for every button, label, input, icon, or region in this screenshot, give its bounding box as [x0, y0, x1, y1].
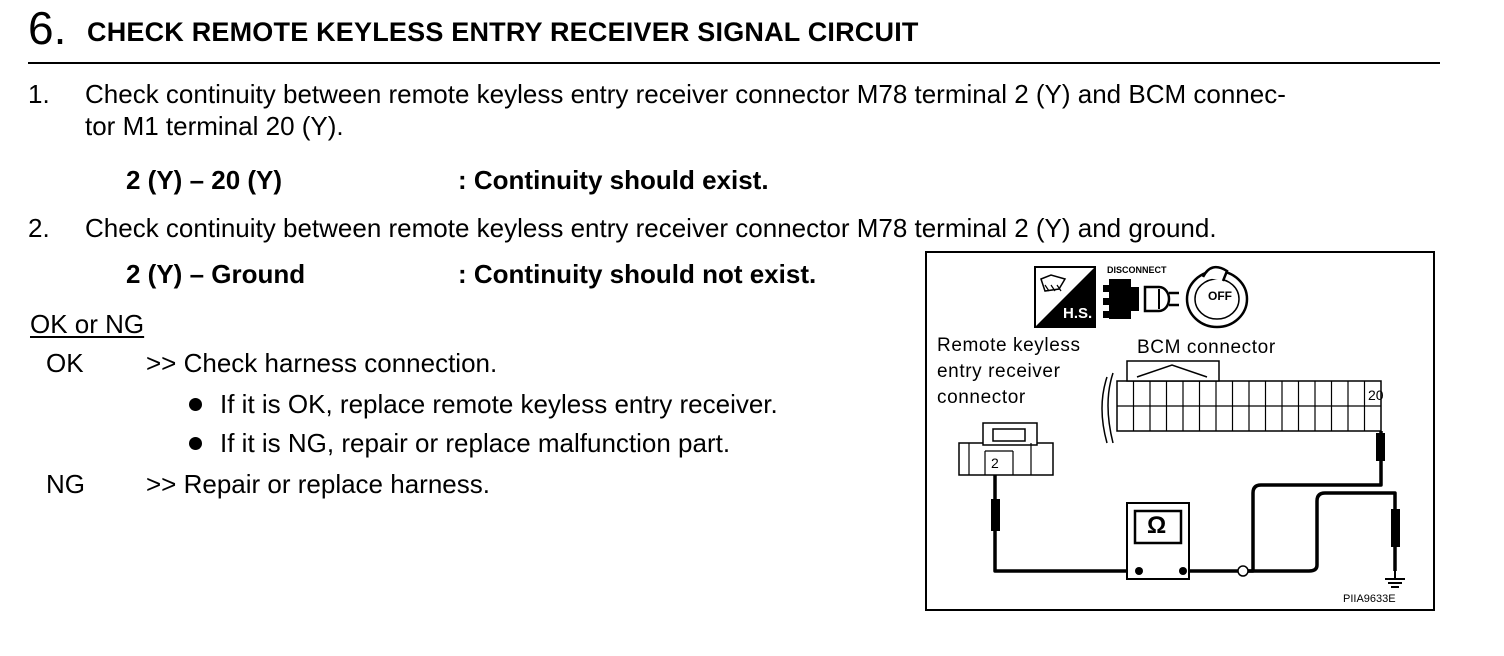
step-number: 6. [28, 2, 67, 54]
harness-sensor-icon [1034, 266, 1096, 328]
receiver-label-line3: connector [937, 387, 1026, 408]
step-title: CHECK REMOTE KEYLESS ENTRY RECEIVER SIGN… [87, 17, 919, 47]
bcm-connector-shape [1101, 360, 1382, 444]
item-1-text-line2: tor M1 terminal 20 (Y). [85, 111, 344, 141]
receiver-connector-shape [958, 422, 1054, 476]
ok-ng-heading: OK or NG [30, 309, 145, 339]
item-1-spec-result: : Continuity should exist. [458, 165, 769, 195]
receiver-probe [991, 499, 1000, 531]
receiver-label-line2: entry receiver [937, 361, 1061, 382]
ohm-symbol: Ω [1147, 512, 1167, 539]
receiver-terminal-number: 2 [991, 455, 999, 471]
ohmmeter-icon [1126, 502, 1190, 580]
ng-action: >> Repair or replace harness. [146, 469, 490, 499]
bcm-terminal-number: 20 [1368, 387, 1384, 403]
item-1-number: 1. [28, 79, 50, 109]
circuit-diagram [958, 265, 1405, 588]
heading-rule [28, 62, 1440, 64]
item-1-spec-terminals: 2 (Y) – 20 (Y) [126, 165, 283, 195]
circuit-diagram-figure: DISCONNECT H.S. OFF Remote keyless entry… [925, 251, 1435, 611]
ground-probe [1391, 509, 1400, 547]
ground-icon [1385, 571, 1405, 588]
ok-bullet-2: If it is NG, repair or replace malfuncti… [189, 427, 730, 459]
ignition-off-icon [1185, 265, 1249, 329]
bcm-probe [1376, 433, 1385, 461]
item-2-text: Check continuity between remote keyless … [85, 213, 1217, 243]
bullet-icon [189, 398, 202, 411]
hs-label: H.S. [1063, 305, 1093, 322]
item-2-number: 2. [28, 213, 50, 243]
item-2-spec-result: : Continuity should not exist. [458, 259, 817, 289]
off-label: OFF [1208, 289, 1232, 303]
bcm-label: BCM connector [1137, 337, 1276, 358]
ok-action: >> Check harness connection. [146, 348, 498, 378]
bullet-icon [189, 437, 202, 450]
item-2-spec-terminals: 2 (Y) – Ground [126, 259, 306, 289]
ng-label: NG [46, 469, 85, 499]
item-1-text-line1: Check continuity between remote keyless … [85, 79, 1286, 109]
test-wires [993, 431, 1397, 573]
receiver-label-line1: Remote keyless [937, 335, 1081, 356]
disconnect-icon [1103, 279, 1179, 319]
disconnect-label: DISCONNECT [1107, 265, 1167, 275]
ok-label: OK [46, 348, 84, 378]
figure-code: PIIA9633E [1343, 593, 1396, 605]
ok-bullet-1: If it is OK, replace remote keyless entr… [189, 388, 778, 420]
